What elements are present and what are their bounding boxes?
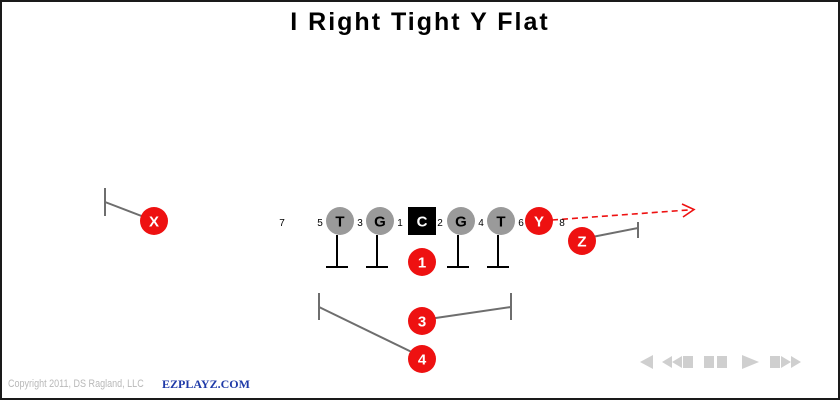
playback-controls (634, 352, 814, 372)
svg-text:T: T (335, 214, 344, 231)
copyright-text: Copyright 2011, DS Ragland, LLC (8, 378, 144, 390)
player-left-tackle: T (326, 207, 354, 235)
rg-block (447, 235, 469, 268)
last-icon[interactable] (770, 356, 801, 368)
first-icon[interactable] (640, 355, 653, 369)
player-x: X (140, 207, 168, 235)
arrow-icon (681, 203, 696, 218)
gap-8: 8 (559, 218, 565, 229)
svg-text:4: 4 (418, 352, 427, 369)
y-flat-route (551, 203, 696, 221)
player-back-4: 4 (408, 345, 436, 373)
svg-text:3: 3 (418, 314, 426, 331)
lg-block (366, 235, 388, 268)
player-center: C (408, 207, 436, 235)
previous-icon[interactable] (662, 356, 693, 368)
gap-4: 4 (478, 218, 484, 229)
lt-block (326, 235, 348, 268)
gap-2: 2 (437, 218, 443, 229)
svg-text:Z: Z (577, 234, 586, 251)
player-right-tackle: T (487, 207, 515, 235)
players-layer: X T G C G (140, 207, 596, 373)
svg-text:T: T (496, 214, 505, 231)
player-back-3: 3 (408, 307, 436, 335)
player-y: Y (525, 207, 553, 235)
player-z: Z (568, 227, 596, 255)
svg-text:G: G (455, 214, 467, 231)
player-right-guard: G (447, 207, 475, 235)
svg-text:X: X (149, 214, 159, 231)
block-marks (326, 235, 509, 268)
svg-text:1: 1 (418, 255, 426, 272)
rt-block (487, 235, 509, 268)
svg-text:C: C (417, 214, 428, 231)
back4-route (318, 306, 423, 358)
player-back-1: 1 (408, 248, 436, 276)
play-title: I Right Tight Y Flat (290, 8, 550, 36)
gap-1: 1 (397, 218, 403, 229)
svg-text:Y: Y (534, 214, 544, 231)
brand-link[interactable]: EZPLAYZ.COM (162, 377, 250, 391)
svg-text:G: G (374, 214, 386, 231)
pause-icon[interactable] (704, 356, 727, 368)
back3-route (421, 306, 512, 321)
gap-numbers: 7 5 3 1 2 4 6 8 (279, 218, 565, 229)
play-icon[interactable] (742, 355, 759, 369)
gap-5: 5 (317, 218, 323, 229)
routes-layer (104, 188, 639, 358)
gap-7: 7 (279, 218, 285, 229)
player-left-guard: G (366, 207, 394, 235)
gap-6: 6 (518, 218, 524, 229)
gap-3: 3 (357, 218, 363, 229)
